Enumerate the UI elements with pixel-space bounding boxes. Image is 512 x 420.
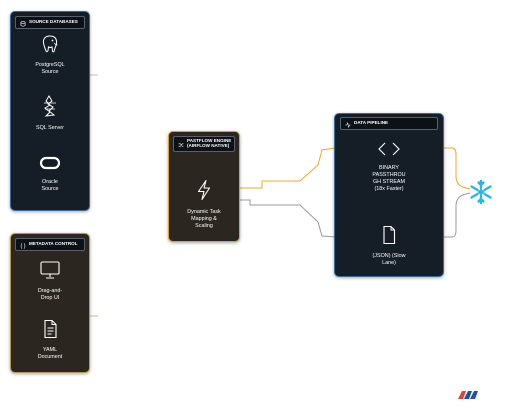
data-pipeline-header: DATA PIPELINE: [340, 117, 438, 130]
pastflow-engine-panel: PASTFLOW ENGINE (AIRFLOW NATIVE) Dynamic…: [168, 131, 240, 242]
metadata-control-panel: METADATA CONTROL Drag-and- Drop UI YAML …: [10, 233, 90, 373]
data-pipeline-title: DATA PIPELINE: [354, 120, 389, 126]
postgresql-source-label: PostgreSQL Source: [35, 62, 65, 75]
pastflow-engine-title: PASTFLOW ENGINE (AIRFLOW NATIVE): [187, 138, 232, 148]
drag-and-drop-ui-node[interactable]: Drag-and- Drop UI: [11, 260, 89, 302]
brand-logo-icon: [457, 387, 479, 404]
source-databases-header: SOURCE DATABASES: [15, 16, 85, 29]
lightning-bolt-icon: [169, 179, 239, 206]
dynamic-task-mapping-label: Dynamic Task Mapping & Scaling: [187, 209, 221, 229]
source-databases-title: SOURCE DATABASES: [29, 19, 78, 25]
slow-lane-connector: [240, 199, 336, 238]
slow-lane-connector-out: [444, 192, 471, 238]
binary-passthrough-stream-node[interactable]: BINARY PASSTHROU GH STREAM (18x Faster): [335, 141, 443, 193]
json-slow-lane-label: (JSON) (Slow Lane): [372, 253, 406, 266]
pastflow-engine-header: PASTFLOW ENGINE (AIRFLOW NATIVE): [173, 136, 235, 152]
json-document-icon: [335, 225, 443, 250]
sql-server-icon: [11, 95, 89, 122]
postgresql-elephant-icon: [11, 34, 89, 59]
shuffle-icon: [178, 135, 184, 153]
fast-lane-connector-out: [444, 147, 471, 190]
data-pipeline-panel: DATA PIPELINE BINARY PASSTHROU GH STREAM…: [334, 113, 444, 277]
monitor-icon: [11, 260, 89, 285]
yaml-document-label: YAML Document: [37, 347, 63, 360]
drag-and-drop-ui-label: Drag-and- Drop UI: [37, 288, 63, 301]
oracle-source-node[interactable]: Oracle Source: [11, 155, 89, 193]
oracle-source-label: Oracle Source: [41, 179, 59, 192]
database-icon: [20, 14, 26, 32]
metadata-control-header: METADATA CONTROL: [15, 238, 85, 251]
binary-passthrough-stream-label: BINARY PASSTHROU GH STREAM (18x Faster): [372, 165, 406, 192]
yaml-document-node[interactable]: YAML Document: [11, 319, 89, 361]
binary-diamond-icon: [335, 141, 443, 162]
source-databases-panel: SOURCE DATABASES PostgreSQL Source SQL S…: [10, 11, 90, 211]
json-slow-lane-node[interactable]: (JSON) (Slow Lane): [335, 225, 443, 267]
fast-lane-connector: [240, 147, 336, 189]
snowflake-icon: [468, 179, 494, 209]
dynamic-task-mapping-node[interactable]: Dynamic Task Mapping & Scaling: [169, 179, 239, 230]
brand-logo: [457, 387, 479, 399]
braces-icon: [20, 236, 26, 254]
document-icon: [11, 319, 89, 344]
metadata-control-title: METADATA CONTROL: [29, 241, 78, 247]
postgresql-source-node[interactable]: PostgreSQL Source: [11, 34, 89, 76]
activity-icon: [345, 115, 351, 133]
sql-server-node[interactable]: SQL Server: [11, 95, 89, 132]
sql-server-label: SQL Server: [36, 125, 64, 131]
snowflake-destination[interactable]: [468, 179, 494, 205]
oracle-ring-icon: [11, 155, 89, 176]
